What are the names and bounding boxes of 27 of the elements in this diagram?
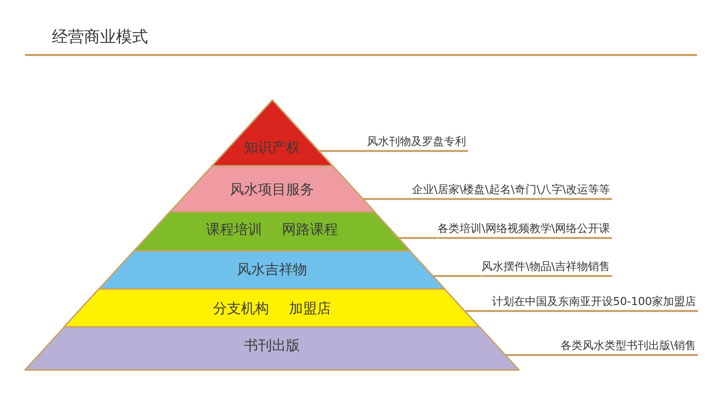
pyramid-layer bbox=[132, 211, 412, 252]
leader-line bbox=[465, 310, 492, 312]
layer-label: 网路课程 bbox=[282, 221, 338, 239]
annotation-text: 风水摆件\物品\吉祥物销售 bbox=[482, 260, 612, 277]
annotation-text: 计划在中国及东南亚开设50-100家加盟店 bbox=[492, 295, 698, 312]
layer-label: 风水项目服务 bbox=[230, 181, 314, 199]
title: 经营商业模式 bbox=[52, 27, 148, 47]
layer-label: 风水吉祥物 bbox=[236, 261, 307, 279]
pyramid-layer bbox=[210, 99, 334, 167]
layer-label: 加盟店 bbox=[288, 300, 331, 318]
leader-line bbox=[398, 237, 438, 239]
leader-line bbox=[433, 275, 482, 277]
pyramid-layer bbox=[24, 326, 520, 371]
leader-line bbox=[318, 150, 367, 152]
annotation-text: 企业\居家\楼盘\起名\奇门\八字\改运等等 bbox=[412, 183, 612, 200]
annotation-text: 各类风水类型书刊出版\销售 bbox=[560, 339, 698, 356]
layer-label: 知识产权 bbox=[244, 139, 300, 157]
layer-label: 书刊出版 bbox=[244, 337, 300, 355]
pyramid-layer bbox=[168, 165, 376, 213]
pyramid-layer bbox=[98, 250, 446, 290]
leader-line bbox=[505, 354, 560, 356]
annotation-text: 风水刊物及罗盘专利 bbox=[367, 135, 468, 152]
layer-label: 分支机构 bbox=[212, 300, 269, 318]
pyramid-layer bbox=[63, 288, 481, 328]
layer-label: 课程培训 bbox=[206, 221, 262, 239]
annotation-text: 各类培训\网络视频教学\网络公开课 bbox=[438, 222, 612, 239]
leader-line bbox=[362, 198, 412, 200]
